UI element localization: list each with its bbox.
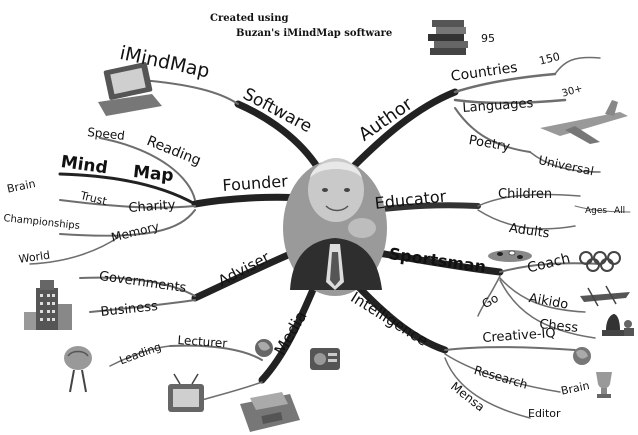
label-children: Children <box>498 187 553 202</box>
laptop-icon <box>98 62 162 116</box>
label-all: All <box>614 206 626 216</box>
credit-line-2: Buzan's iMindMap software <box>236 28 393 39</box>
label-charity: Charity <box>127 197 176 216</box>
portrait-icon <box>283 158 387 296</box>
label-editor: Editor <box>528 407 561 420</box>
twig-languages <box>453 98 567 105</box>
twig-charity <box>59 199 196 209</box>
twig-world <box>29 235 121 265</box>
books-icon <box>428 20 468 55</box>
twig-universal <box>529 151 601 173</box>
branch-author <box>348 88 459 172</box>
twig-speed-reading <box>99 137 196 201</box>
twig-business <box>89 299 196 313</box>
olympic-rings-icon <box>579 251 621 272</box>
label-map: Map <box>132 162 175 187</box>
label-lecturer: Lecturer <box>177 333 228 351</box>
press-icon <box>240 392 300 432</box>
twig-research <box>444 353 561 393</box>
twig-governments <box>79 276 196 297</box>
trophy-icon <box>596 372 612 398</box>
twig-books <box>554 56 601 75</box>
rowing-icon <box>580 285 630 307</box>
radio-icon <box>310 348 340 370</box>
label-founder: Founder <box>221 171 289 195</box>
twig-lecturer <box>169 344 263 361</box>
building-icon <box>24 280 72 330</box>
label-ages: Ages <box>585 206 608 216</box>
branch-software <box>234 100 322 172</box>
brain-icon <box>64 346 92 393</box>
twig-imindmap <box>139 79 239 105</box>
credit-line-1: Created using <box>210 13 289 24</box>
twig-memory <box>59 209 196 237</box>
branch-media <box>258 281 319 384</box>
jet-icon <box>540 100 628 144</box>
label-books-count: 95 <box>481 32 495 45</box>
twig-poetry <box>454 107 531 153</box>
twig-mensa <box>444 357 531 419</box>
twig-leading <box>109 345 171 367</box>
twig-children <box>477 193 581 207</box>
twig-adults <box>477 209 576 230</box>
media-globe-icon <box>255 339 273 357</box>
twig-ages <box>574 205 631 213</box>
tv-icon <box>168 373 204 412</box>
twig-chess <box>499 279 596 339</box>
branch-sportsman <box>368 248 504 276</box>
twig-aikido <box>499 277 586 313</box>
globe-icon <box>573 347 591 365</box>
twig-mind-map <box>58 172 197 206</box>
twig-countries <box>453 72 557 94</box>
twig-go <box>477 275 501 317</box>
label-speed: Speed <box>86 125 126 143</box>
chess-icon <box>602 314 634 336</box>
twig-creative-iq <box>444 346 576 351</box>
go-board-icon <box>488 250 532 262</box>
